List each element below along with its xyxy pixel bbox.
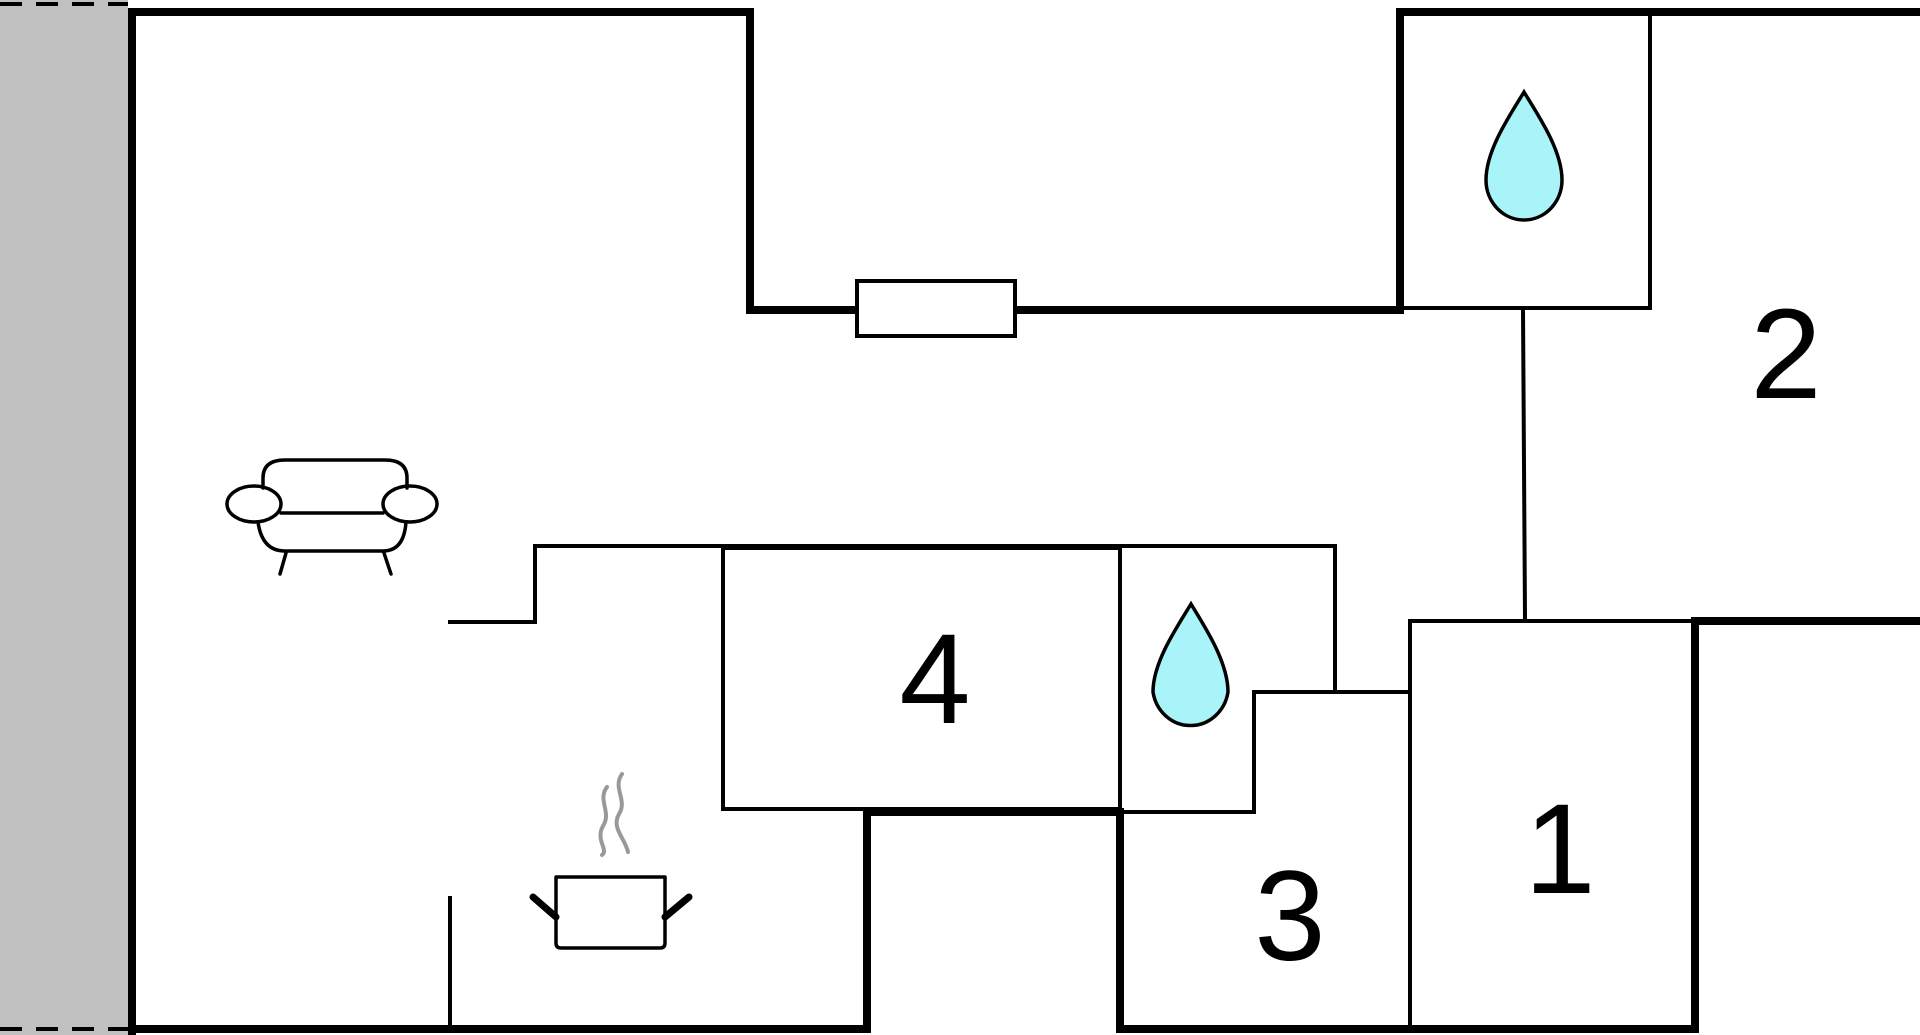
room-2-label: 2 xyxy=(1750,283,1821,426)
pot-handle-left xyxy=(529,893,560,921)
terrace-area xyxy=(0,0,128,1035)
sofa-leg-left xyxy=(278,551,288,576)
window xyxy=(855,279,1017,338)
corridor-wall xyxy=(1520,307,1528,622)
steam-right xyxy=(614,772,630,854)
steam-left xyxy=(598,785,609,857)
room-1-walls xyxy=(1408,619,1695,692)
room-4-block xyxy=(448,544,1337,692)
sofa-leg-right xyxy=(382,551,393,576)
bathroom-enclosure xyxy=(1400,10,1652,310)
room-1-label: 1 xyxy=(1524,778,1595,921)
room-3-walls xyxy=(1120,690,1412,1029)
wall-bottom-left xyxy=(128,617,1920,1033)
sofa-back xyxy=(261,458,409,490)
pot-handle-right xyxy=(661,893,693,921)
water-drop-icon xyxy=(1484,88,1564,222)
sofa-right-arm xyxy=(381,484,439,524)
sofa-left-arm xyxy=(225,484,283,524)
sofa-icon xyxy=(225,458,439,576)
terrace xyxy=(0,0,128,1035)
sofa-base xyxy=(256,520,408,553)
cooking-pot-icon xyxy=(529,772,693,950)
room-3-label: 3 xyxy=(1254,845,1325,988)
water-drop-icon xyxy=(1151,600,1230,728)
interior-walls xyxy=(448,10,1695,1029)
room-4-label: 4 xyxy=(899,608,970,751)
pot-body xyxy=(554,875,667,950)
